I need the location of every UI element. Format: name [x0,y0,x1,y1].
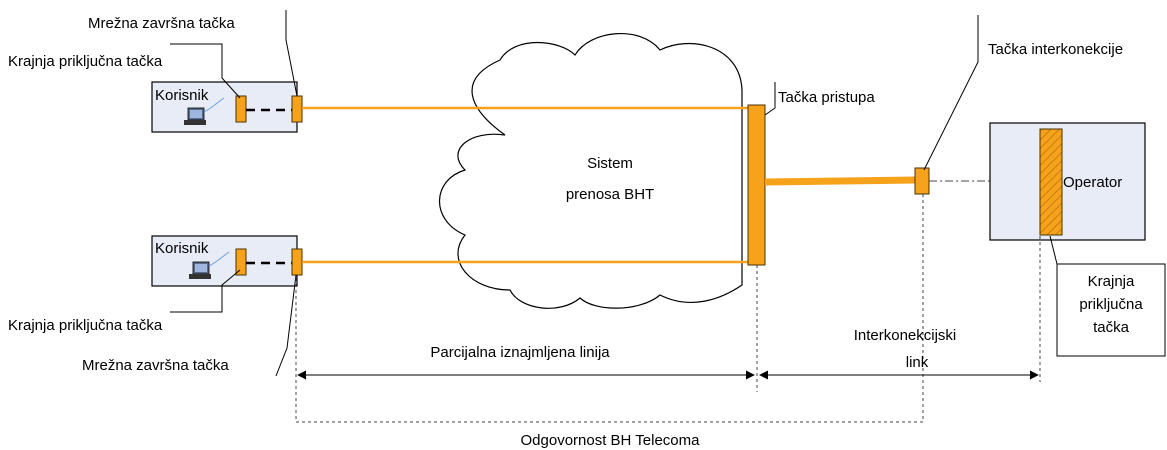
operator-terminal-callout-box [1056,263,1166,357]
operator-box [989,122,1146,241]
label-network-termination-top: Mrežna završna tačka [88,15,235,32]
cloud-shape [439,32,743,309]
callout-line-terminal-bottom [170,269,241,313]
network-termination-top [291,95,303,123]
user-box-top [151,81,298,133]
callout-line-interconnection [923,15,979,171]
operator-label: Operator [1063,174,1122,191]
label-operator-terminal-line2: priključna [1079,296,1143,313]
label-terminal-point-bottom: Krajnja priključna tačka [8,317,163,334]
label-operator-terminal-line1: Krajnja [1088,273,1135,290]
cloud-label-line1: Sistem [587,155,633,172]
callout-line-terminal-top [170,43,241,99]
operator-terminal-point [1039,128,1063,236]
label-operator-terminal-line3: tačka [1093,319,1130,336]
callout-line-network-top [285,10,298,97]
label-responsibility: Odgovornost BH Telecoma [521,432,701,449]
callout-line-operator-terminal [1049,235,1058,356]
interconnection-link [764,176,916,186]
user-box-bottom [151,235,298,287]
network-termination-bottom [291,248,303,276]
computer-icon [189,251,230,279]
label-partial-leased-line: Parcijalna iznajmljena linija [430,344,610,361]
cloud-label-line2: prenosa BHT [566,186,654,203]
interconnection-point [914,167,930,195]
computer-icon [184,97,225,125]
label-network-termination-bottom: Mrežna završna tačka [82,357,229,374]
access-point-bar [747,104,766,266]
terminal-point-bottom [235,248,247,276]
callout-line-access-point [764,82,776,116]
user-label-bottom: Korisnik [155,240,209,257]
terminal-point-top [235,95,247,123]
label-interconnection-link-line1: Interkonekcijski [854,327,957,344]
label-access-point: Tačka pristupa [778,89,875,106]
label-interconnection-point: Tačka interkonekcije [988,41,1123,58]
label-interconnection-link-line2: link [906,354,929,371]
user-label-top: Korisnik [155,87,209,104]
label-terminal-point-top: Krajnja priključna tačka [8,53,163,70]
callout-line-network-bottom [275,274,297,377]
